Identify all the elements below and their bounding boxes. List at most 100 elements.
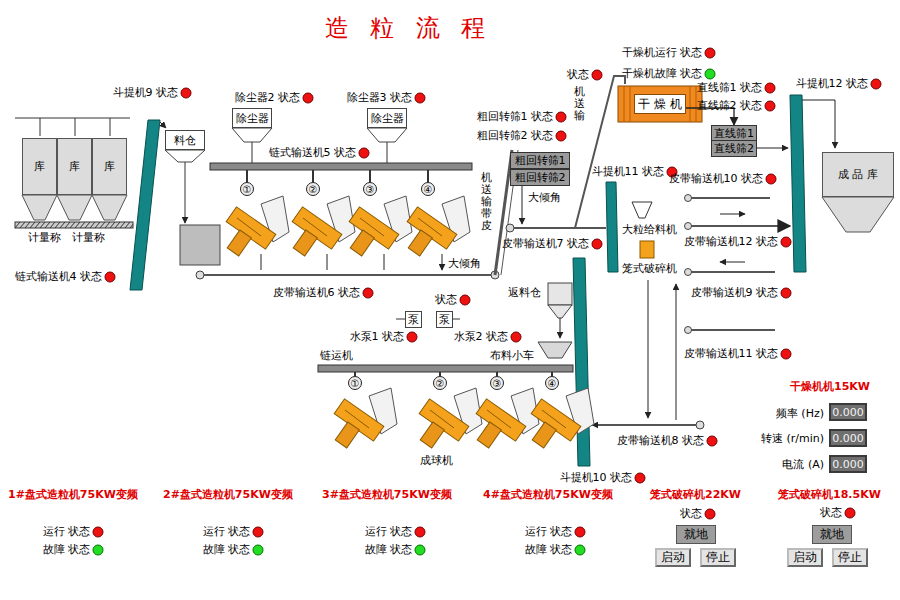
node-text: 停止 [838,549,862,566]
silo-box: 成 品 库 [822,152,894,197]
status-label: 斗提机11 状态 [592,166,665,179]
status-label: 水泵2 状态 [454,331,509,344]
belt-pulley [685,269,692,276]
status-label: 转速 (r/min) [761,433,824,446]
belt-pulley [685,327,692,334]
panel-heading: 4#盘式造粒机75KW变频 [483,489,613,502]
direction-arrow [720,214,745,215]
status-label: 布料小车 [490,350,534,363]
status-label: 故障 状态 [203,544,251,557]
chain-conveyor [318,365,573,372]
status-label: 皮带输送机6 状态 [273,287,361,300]
panel-heading: 笼式破碎机22KW [650,489,741,502]
callout-number: ③ [363,182,377,196]
drum-ring [624,86,696,122]
status-lamp [705,48,715,58]
flow-arrow [261,254,442,270]
metering-box [180,225,220,265]
equipment-box: 除尘器 [367,108,407,128]
status-label: 直线筛1 状态 [697,82,763,95]
push-button: 启动 [787,548,823,567]
push-button: 停止 [700,548,736,567]
status-label: 故障 状态 [525,544,573,557]
status-lamp [556,131,566,141]
status-lamp [765,101,775,111]
belt-conveyor [688,271,775,273]
node-text: 0.000 [832,432,864,445]
dryer-drum [618,86,702,122]
belt-pulley [685,195,692,202]
disc-granulator [407,196,470,256]
status-lamp [105,272,115,282]
flow-arrow [160,122,166,128]
status-lamp [407,332,417,342]
flow-arrow [802,100,835,148]
silo-box: 库 [92,138,127,195]
node-text: 库 [104,159,115,174]
status-label: 链运机 [320,350,353,363]
status-label: 状态 [435,294,457,307]
node-text: 停止 [706,549,730,566]
status-label: 故障 状态 [43,544,91,557]
belt-pulley [696,421,704,429]
status-label: 皮带输送机12 状态 [684,236,779,249]
flow-arrow [676,284,677,420]
status-lamp [705,509,715,519]
vertical-label: 机送输 [574,86,585,122]
dryer-box: 干 燥 机 [634,94,686,114]
value-display: 0.000 [829,403,867,421]
node-text: 除尘器 [371,111,404,126]
status-lamp [575,545,585,555]
status-label: 皮带输送机9 状态 [691,287,779,300]
disc-granulator [349,196,412,256]
silo-hopper [22,195,57,220]
status-lamp [415,527,425,537]
belt-pulley [685,223,692,230]
status-lamp [511,332,521,342]
chain-conveyor [210,163,472,170]
node-text: 就地 [684,526,708,543]
status-label: 大粒给料机 [622,224,677,237]
belt-conveyor [688,329,775,331]
node-text: 干 燥 机 [638,96,682,113]
belt-conveyor [595,424,700,426]
status-label: 成球机 [420,455,453,468]
status-label: 链式输送机4 状态 [15,271,103,284]
status-lamp [781,237,791,247]
status-label: 状态 [820,507,842,520]
disc-granulator [292,196,355,256]
status-lamp [415,545,425,555]
status-label: 返料仓 [508,287,541,300]
status-label: 粗回转筛2 状态 [477,130,554,143]
balling-machine [419,388,482,448]
status-label: 频率 (Hz) [776,408,824,421]
flow-arrow [185,162,186,223]
callout-number: ④ [545,376,559,390]
dust-hopper [232,128,272,142]
bucket-elevator [790,95,806,272]
return-bin [548,305,572,318]
status-label: 计量称 [72,232,105,245]
status-label: 皮带输送机10 状态 [669,173,764,186]
feed-line [15,118,130,136]
status-lamp [845,508,855,518]
status-lamp [363,288,373,298]
dust-pipe [252,142,253,163]
push-button: 启动 [655,548,691,567]
bin-hopper [165,150,205,162]
status-label: 粗回转筛1 状态 [477,111,554,124]
status-label: 斗提机10 状态 [560,472,633,485]
status-label: 除尘器3 状态 [347,92,413,105]
callout-number: ① [348,376,362,390]
mode-button: 就地 [676,525,716,544]
status-label: 计量称 [28,232,61,245]
node-text: 直线筛2 [714,141,754,156]
status-lamp [766,174,776,184]
node-text: 泵 [439,312,450,327]
callout-number: ② [306,182,320,196]
node-text: 就地 [820,526,844,543]
status-lamp [93,545,103,555]
screen-box: 粗回转筛2 [510,169,570,186]
dust-hopper [367,128,407,142]
flow-arrow [522,185,523,224]
